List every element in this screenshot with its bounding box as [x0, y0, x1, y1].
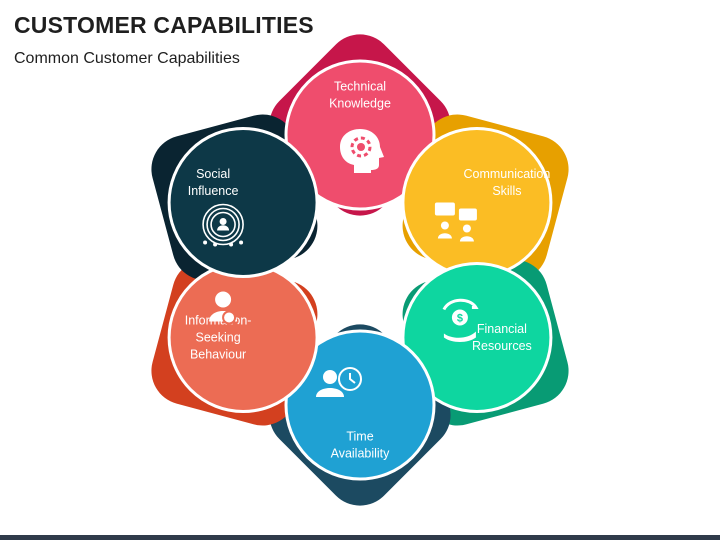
information-seeking-behaviour-label-line: Behaviour [190, 348, 246, 362]
chat-people-icon [434, 202, 477, 242]
person-clock-icon [316, 367, 362, 397]
target-person-icon [202, 203, 244, 247]
information-seeking-behaviour-label-line: Seeking [195, 331, 240, 345]
page-title: CUSTOMER CAPABILITIES [14, 12, 314, 38]
financial-resources-circle [401, 262, 553, 413]
bottom-bar [0, 535, 720, 540]
financial-resources-label-line: Financial [477, 322, 527, 336]
financial-resources-label-line: Resources [472, 339, 532, 353]
communication-skills-label-line: Skills [492, 184, 521, 198]
page-subtitle: Common Customer Capabilities [14, 50, 240, 67]
svg-text:$: $ [457, 313, 463, 325]
head-gear-icon [340, 129, 384, 173]
technical-knowledge-label-line: Technical [334, 80, 386, 94]
communication-skills-circle [401, 127, 553, 278]
technical-knowledge-label-line: Knowledge [329, 97, 391, 111]
communication-skills-label-line: Communication [463, 167, 550, 181]
person-search-icon [209, 291, 240, 328]
time-availability-label-line: Time [346, 430, 373, 444]
social-influence-label-line: Social [196, 167, 230, 181]
money-hand-icon: $ [442, 298, 479, 342]
information-seeking-behaviour-circle [167, 262, 319, 413]
social-influence-label-line: Influence [188, 184, 239, 198]
time-availability-label-line: Availability [331, 447, 391, 461]
social-influence-circle [167, 127, 319, 278]
time-availability-circle [284, 329, 436, 481]
